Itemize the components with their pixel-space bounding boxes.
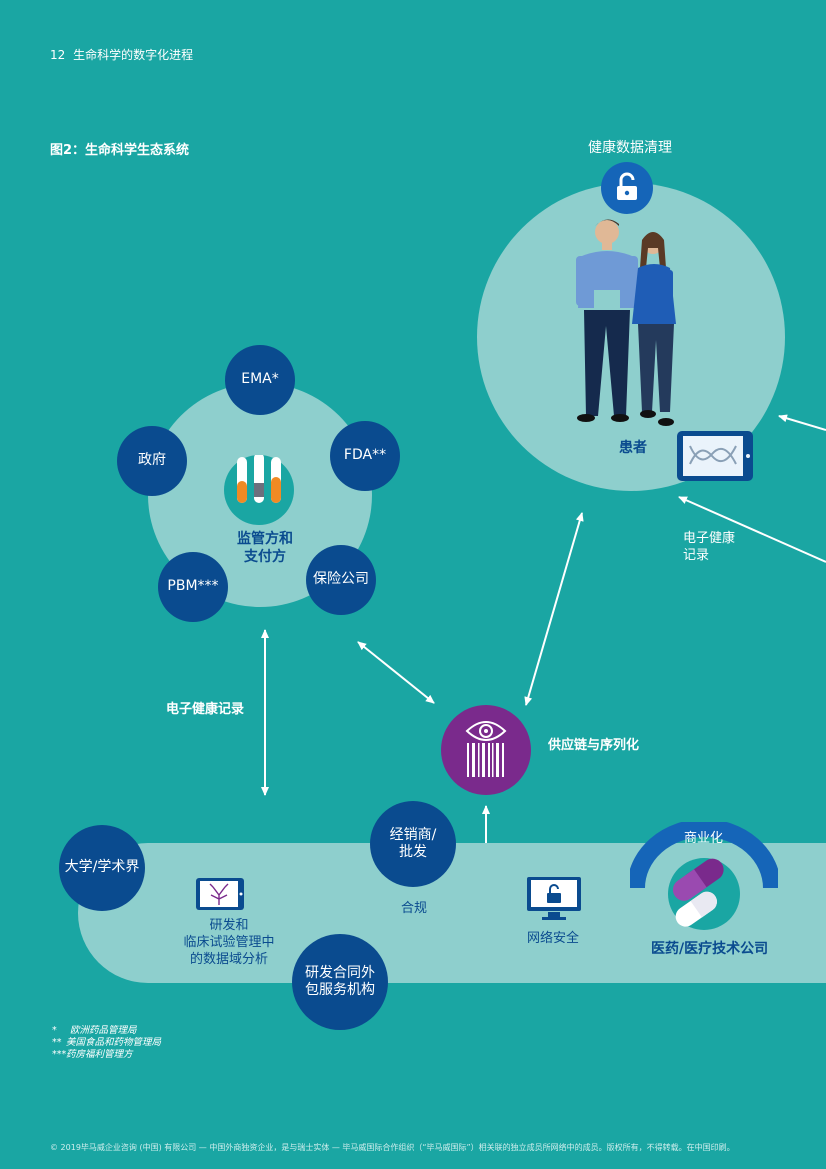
pills-badge <box>668 858 740 930</box>
pills-icon <box>672 858 724 927</box>
arrow-right-patient-ehr <box>678 496 826 563</box>
cybersecurity-label: 网络安全 <box>527 931 580 946</box>
ehr-label-right: 电子健康 记录 <box>683 531 736 563</box>
tablet-tree-icon <box>196 878 244 910</box>
node-distributor: 经销商/ 批发 <box>370 801 456 887</box>
node-university: 大学/学术界 <box>59 825 145 911</box>
commercial-arc <box>630 822 778 889</box>
test-tubes-badge <box>224 453 294 525</box>
arrow-patient-supply <box>524 512 584 706</box>
footnote-2: **美国食品和药物管理局 <box>52 1037 162 1048</box>
footnote-1: *欧洲药品管理局 <box>52 1025 137 1036</box>
commercial-label: 商业化 <box>684 831 724 846</box>
page-number: 12 <box>50 48 66 62</box>
page-header-title: 生命科学的数字化进程 <box>73 48 194 62</box>
compliance-label: 合规 <box>401 901 428 916</box>
node-fda: FDA** <box>330 421 400 491</box>
copyright-notice: © 2019毕马威企业咨询 (中国) 有限公司 — 中国外商独资企业，是与瑞士实… <box>50 1143 735 1152</box>
barcode-eye-icon <box>465 721 507 777</box>
pharma-label: 医药/医疗技术公司 <box>651 941 769 957</box>
node-pbm: PBM*** <box>158 552 228 622</box>
rd-data-label: 研发和 临床试验管理中 的数据域分析 <box>183 918 275 967</box>
footnote-3: ***药房福利管理方 <box>52 1049 133 1060</box>
tablet-dna-icon <box>677 431 753 481</box>
node-government: 政府 <box>117 426 187 496</box>
test-tubes-icon <box>237 453 281 503</box>
footnotes: *欧洲药品管理局 **美国食品和药物管理局 ***药房福利管理方 <box>52 1025 161 1061</box>
node-ema: EMA* <box>225 345 295 415</box>
unlock-icon <box>617 172 637 200</box>
arrow-right-patient-top <box>778 414 826 431</box>
supply-chain-badge <box>441 705 531 795</box>
figure-title: 图2：生命科学生态系统 <box>50 143 190 158</box>
people-illustration <box>576 219 676 426</box>
page-header: 12 生命科学的数字化进程 <box>50 46 193 63</box>
node-cro: 研发合同外 包服务机构 <box>292 934 388 1030</box>
patient-label: 患者 <box>619 440 647 456</box>
monitor-lock-icon <box>527 877 581 920</box>
ehr-label-left: 电子健康记录 <box>166 702 245 717</box>
supply-chain-label: 供应链与序列化 <box>548 738 640 753</box>
regulators-payers-label: 监管方和 支付方 <box>237 531 293 565</box>
arrow-regulators-supply <box>357 641 435 704</box>
node-insurance: 保险公司 <box>306 545 376 615</box>
health-data-cleanup-label: 健康数据清理 <box>588 140 672 156</box>
unlock-badge <box>601 162 653 214</box>
